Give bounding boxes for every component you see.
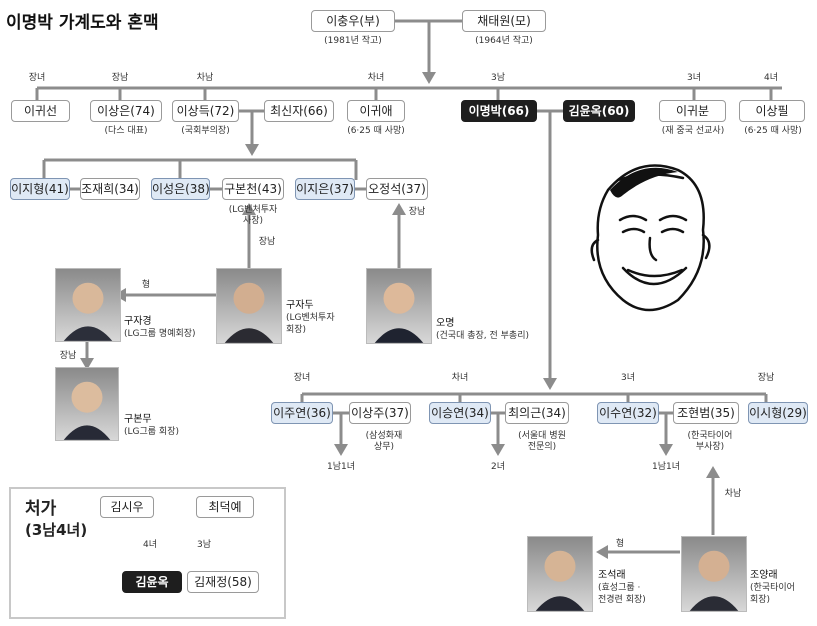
spouse-note: 전문의) [527, 442, 557, 452]
rank-label: 3남 [490, 73, 505, 83]
rank-label: 4녀 [763, 73, 778, 83]
spouse-note: (한국타이어 [687, 431, 733, 441]
person-name: 조석래 [598, 570, 626, 581]
relation-label: 형 [141, 280, 151, 290]
child-box: 이수연(32) [597, 402, 659, 424]
koo-jadu-caption: 구자두 (LG벤처투자 회장) [286, 300, 335, 336]
sibling-box: 이귀선 [11, 100, 70, 122]
inlaw-son-box: 김재정(58) [187, 571, 259, 593]
koo-bonmu-photo [55, 367, 119, 441]
spouse-note: (서울대 병원 [518, 431, 566, 441]
rank-label: 차녀 [367, 73, 385, 83]
cho-yangrae-photo [681, 536, 747, 612]
spouse-box: 이상주(37) [349, 402, 411, 424]
grandchildren-label: 2녀 [490, 462, 505, 472]
rank-label: 차남 [196, 73, 214, 83]
relation-label: 장남 [258, 237, 276, 247]
rank-label: 3녀 [686, 73, 701, 83]
person-note: (LG그룹 회장) [124, 427, 179, 437]
spouse-note: (LG벤처투자 [228, 205, 278, 215]
sibling-note: (재 중국 선교사) [661, 126, 725, 136]
spouse-box: 조재희(34) [80, 178, 140, 200]
child-box: 이승연(34) [429, 402, 491, 424]
person-name: 구본무 [124, 414, 152, 425]
spouse-box: 최의근(34) [505, 402, 569, 424]
rank-label: 4녀 [142, 540, 157, 550]
sibling-box: 이귀애 [347, 100, 405, 122]
koo-jakyung-caption: 구자경 (LG그룹 명예회장) [124, 316, 196, 340]
spouse-box: 구본천(43) [222, 178, 284, 200]
koo-jadu-photo [216, 268, 282, 344]
inlaw-father-box: 김시우 [100, 496, 154, 518]
koo-bonmu-caption: 구본무 (LG그룹 회장) [124, 414, 179, 438]
person-note: 회장) [750, 595, 771, 605]
person-note: (효성그룹 · [598, 583, 641, 593]
relation-label: 차남 [724, 489, 742, 499]
person-name: 오명 [436, 318, 455, 329]
rank-label: 장남 [111, 73, 129, 83]
spouse-note: 상무) [373, 442, 395, 452]
cho-yangrae-caption: 조양래 (한국타이어 회장) [750, 570, 795, 606]
rank-label: 장녀 [28, 73, 46, 83]
sibling-note: (6·25 때 사망) [744, 126, 802, 136]
sibling-note: (다스 대표) [104, 126, 148, 136]
person-name: 조양래 [750, 570, 778, 581]
inlaws-title: 처가 [25, 499, 57, 519]
oh-myung-caption: 오명 (건국대 총장, 전 부총리) [436, 318, 529, 342]
relation-label: 형 [615, 539, 625, 549]
child-box: 이성은(38) [151, 178, 210, 200]
child-box: 이지은(37) [295, 178, 355, 200]
rank-label: 3녀 [620, 373, 635, 383]
grandchildren-label: 1남1녀 [651, 462, 680, 472]
inlaw-daughter-box: 김윤옥 [122, 571, 182, 593]
sibling-note: (국회부의장) [181, 126, 230, 136]
mother-note: (1964년 작고) [475, 36, 533, 46]
lee-myungbak-box: 이명박(66) [461, 100, 537, 122]
spouse-note: 부사장) [695, 442, 725, 452]
caricature-drawing [578, 150, 718, 330]
relation-label: 장남 [408, 207, 426, 217]
person-note: (한국타이어 [750, 583, 795, 593]
grandchildren-label: 1남1녀 [326, 462, 355, 472]
person-note: (건국대 총장, 전 부총리) [436, 331, 529, 341]
kim-yunok-box: 김윤옥(60) [563, 100, 635, 122]
rank-label: 장녀 [293, 373, 311, 383]
cho-seokrae-photo [527, 536, 593, 612]
relation-label: 장남 [59, 351, 77, 361]
inlaws-subtitle: (3남4녀) [25, 521, 88, 539]
sibling-box: 이상은(74) [90, 100, 162, 122]
sibling-box: 이귀분 [659, 100, 726, 122]
father-note: (1981년 작고) [324, 36, 382, 46]
child-box: 이지형(41) [10, 178, 70, 200]
sibling-box: 이상필 [739, 100, 805, 122]
person-name: 구자두 [286, 300, 314, 311]
person-name: 구자경 [124, 316, 152, 327]
spouse-box: 조현범(35) [673, 402, 739, 424]
sibling-box: 이상득(72) [172, 100, 239, 122]
person-note: 전경련 회장) [598, 595, 646, 605]
oh-myung-photo [366, 268, 432, 344]
koo-jakyung-photo [55, 268, 121, 342]
spouse-note: 사장) [242, 216, 264, 226]
rank-label: 장남 [757, 373, 775, 383]
mother-box: 채태원(모) [462, 10, 546, 32]
spouse-box: 최신자(66) [264, 100, 334, 122]
spouse-note: (삼성화재 [365, 431, 403, 441]
person-note: 회장) [286, 325, 307, 335]
father-box: 이충우(부) [311, 10, 395, 32]
person-note: (LG그룹 명예회장) [124, 329, 196, 339]
sibling-note: (6·25 때 사망) [347, 126, 405, 136]
spouse-box: 오정석(37) [366, 178, 428, 200]
person-note: (LG벤처투자 [286, 313, 335, 323]
page-title: 이명박 가계도와 혼맥 [6, 13, 159, 33]
rank-label: 3남 [196, 540, 211, 550]
rank-label: 차녀 [451, 373, 469, 383]
child-box: 이주연(36) [271, 402, 333, 424]
inlaw-mother-box: 최덕예 [196, 496, 254, 518]
child-box: 이시형(29) [748, 402, 808, 424]
cho-seokrae-caption: 조석래 (효성그룹 · 전경련 회장) [598, 570, 646, 606]
